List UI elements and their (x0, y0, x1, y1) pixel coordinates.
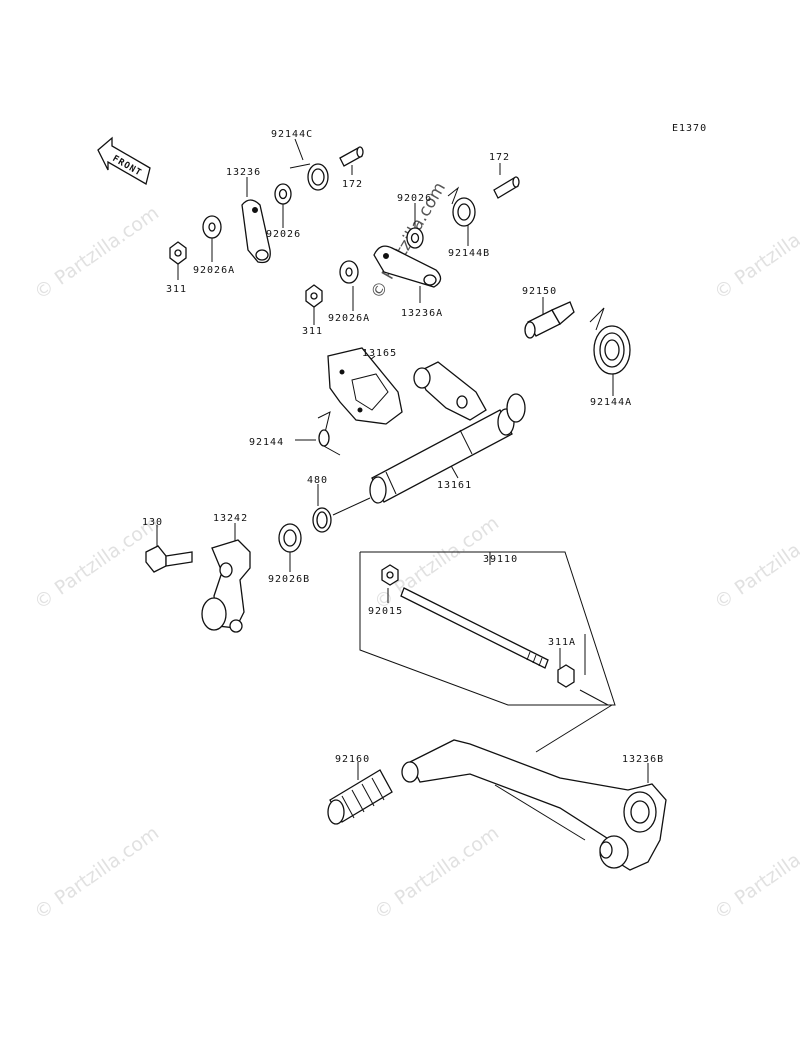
label-92026-right: 92026 (397, 193, 432, 204)
washer-92026a-right (339, 260, 359, 284)
label-39110: 39110 (483, 554, 518, 565)
label-480: 480 (307, 475, 328, 486)
lever-13242 (201, 539, 251, 633)
spring-92144c (289, 163, 329, 191)
arm-13236 (241, 199, 271, 264)
label-130: 130 (142, 517, 163, 528)
label-172-right: 172 (489, 152, 510, 163)
label-13236b: 13236B (622, 754, 664, 765)
watermark: © Partzilla.com (710, 822, 800, 924)
watermark: © Partzilla.com (710, 512, 800, 614)
label-13236: 13236 (226, 167, 261, 178)
arm-13236a (373, 245, 442, 288)
nut-311-left (169, 241, 187, 265)
washer-92026a-left (202, 215, 222, 239)
washer-92026-right (406, 227, 424, 249)
label-92150: 92150 (522, 286, 557, 297)
label-13161: 13161 (437, 480, 472, 491)
label-92144: 92144 (249, 437, 284, 448)
part-labels: 92144C 172 13236 92026 92026A 311 172 92… (142, 129, 664, 765)
watermark: © Partzilla.com (370, 822, 503, 924)
label-92160: 92160 (335, 754, 370, 765)
shift-pedal (327, 739, 667, 871)
diagram-code: E1370 (672, 123, 707, 134)
label-172-left: 172 (342, 179, 363, 190)
nut-311a (557, 664, 575, 688)
label-92144b: 92144B (448, 248, 490, 259)
label-13236a: 13236A (401, 308, 443, 319)
nut-311-right (305, 284, 323, 308)
lower-left-lever (145, 539, 251, 633)
label-92026a-left: 92026A (193, 265, 235, 276)
label-92026-left: 92026 (266, 229, 301, 240)
shaft-arm (413, 361, 526, 423)
watermark: © Partzilla.com (30, 202, 163, 304)
bolt-92150 (524, 301, 575, 339)
spring-92144b (447, 186, 476, 227)
label-92144c: 92144C (271, 129, 313, 140)
shift-shaft-assembly (278, 301, 631, 553)
pin-172-right (493, 176, 520, 199)
label-13165: 13165 (362, 348, 397, 359)
washer-92026b (278, 523, 302, 553)
label-311a: 311A (548, 637, 576, 648)
label-92144a: 92144A (590, 397, 632, 408)
circlip-480 (312, 507, 332, 533)
plate-13165 (327, 347, 403, 425)
upper-linkage (169, 146, 520, 308)
label-92026b: 92026B (268, 574, 310, 585)
front-arrow-icon: FRONT (97, 136, 151, 185)
label-311-right: 311 (302, 326, 323, 337)
spring-92144a (589, 307, 631, 375)
tie-rod-assembly (381, 564, 575, 688)
pin-172-left (339, 146, 364, 167)
label-92015: 92015 (368, 606, 403, 617)
watermark: © Partzilla.com (710, 202, 800, 304)
bolt-130 (145, 545, 193, 573)
rubber-92160 (327, 769, 393, 825)
rod-39110 (400, 587, 549, 669)
nut-92015 (381, 564, 399, 586)
label-13242: 13242 (213, 513, 248, 524)
label-92026a-right: 92026A (328, 313, 370, 324)
label-311-left: 311 (166, 284, 187, 295)
watermark: © Partzilla.com (30, 822, 163, 924)
spring-92144 (317, 411, 341, 456)
washer-92026-left (274, 183, 292, 205)
pedal-13236b (401, 739, 667, 871)
